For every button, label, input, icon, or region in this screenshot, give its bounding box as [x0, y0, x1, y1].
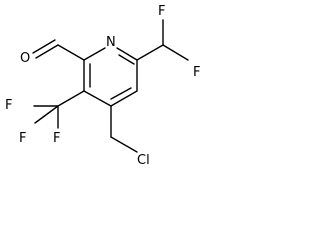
bond-c5-c4-inner	[110, 87, 132, 100]
pyridine-ring	[83, 47, 138, 107]
bond-cf3-f2	[34, 105, 59, 124]
chf2-fluorine-2-label: F	[193, 65, 200, 80]
bond-c6-chf2	[136, 44, 164, 61]
chloromethyl-group: Cl	[110, 105, 150, 168]
bond-chf2-f2	[162, 44, 189, 61]
chlorine-label: Cl	[137, 153, 150, 168]
bond-n1-c6-inner	[118, 54, 135, 65]
bond-c2-n1	[83, 47, 106, 61]
bond-c2-cho	[57, 44, 85, 61]
bond-ch2-cl	[110, 136, 138, 153]
ring-nitrogen-label: N	[106, 35, 116, 50]
bond-cho-o-double	[32, 39, 56, 54]
bond-c5-c4	[110, 90, 138, 107]
cf3-fluorine-1-label: F	[5, 98, 12, 113]
bond-cho-o	[35, 44, 59, 59]
cf3-fluorine-2-label: F	[19, 131, 26, 146]
difluoromethyl-group: F F	[136, 4, 200, 80]
aldehyde-oxygen-label: O	[20, 51, 30, 66]
molecule-structure-diagram: O F F F F F Cl N	[5, 4, 200, 168]
aldehyde-group: O	[20, 39, 85, 66]
bond-c3-cf3	[57, 90, 85, 107]
bond-c4-c3	[83, 90, 112, 107]
chf2-fluorine-1-label: F	[158, 4, 165, 19]
trifluoromethyl-group: F F F	[5, 90, 85, 146]
bond-n1-c6	[116, 47, 138, 61]
cf3-fluorine-3-label: F	[53, 131, 60, 146]
